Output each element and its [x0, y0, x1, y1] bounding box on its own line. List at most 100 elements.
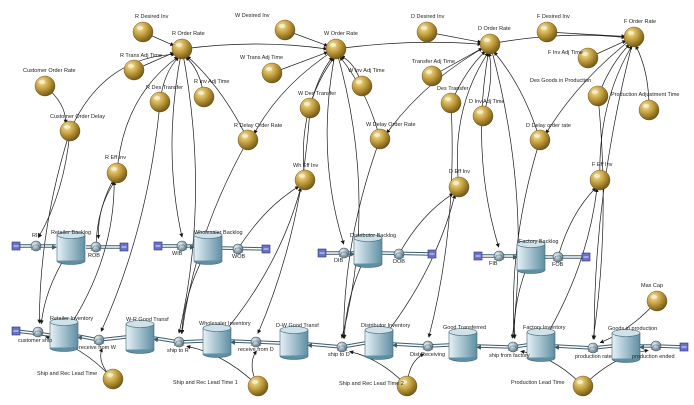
aux-r-eff-inv[interactable]: R Eff Inv: [105, 155, 128, 184]
valve-wob[interactable]: WOB: [232, 243, 245, 260]
stock-label: Distributor Backlog: [350, 233, 396, 239]
aux-w-trans-adj-time[interactable]: W Trans Adj Time: [240, 55, 283, 84]
valve-icon: [587, 342, 599, 354]
sphere-highlight: [452, 181, 460, 185]
valve-dist-receiving[interactable]: Dist Receiving: [410, 340, 445, 358]
valve-dib[interactable]: DIB: [334, 247, 350, 264]
valve-bowtie: [176, 244, 188, 251]
valve-label: FOB: [552, 262, 564, 268]
stock-factory-backlog[interactable]: Factory Backlog: [516, 239, 558, 274]
aux-f-eff-inv[interactable]: F Eff Inv: [589, 162, 613, 191]
aux-w-inv-adj-time[interactable]: W Inv Adj Time: [348, 68, 385, 97]
sphere-icon: [529, 129, 551, 151]
stock-distributor-inventory[interactable]: Distributor Inventory: [361, 323, 410, 360]
sphere-highlight: [153, 96, 161, 100]
aux-d-desired-inv[interactable]: D Desired Inv: [411, 14, 445, 43]
valve-customer-ship[interactable]: customer ship: [18, 326, 52, 344]
valve-rib[interactable]: RIB: [30, 233, 42, 252]
aux-wh-eff-inv[interactable]: Wh Eff Inv: [293, 163, 319, 191]
stock-w-r-good-transf[interactable]: W-R Good Transf: [125, 317, 169, 354]
sphere-icon: [472, 105, 494, 127]
sphere-icon: [623, 26, 645, 48]
aux-d-eff-inv[interactable]: D Eff Inv: [448, 169, 470, 198]
causal-link: [493, 51, 541, 141]
aux-customer-order-delay[interactable]: Customer Order Delay: [50, 114, 105, 142]
valve-dob[interactable]: DOB: [393, 248, 405, 265]
stock-d-w-good-transf[interactable]: D-W Good Transf: [276, 323, 319, 360]
causal-link: [216, 187, 302, 342]
aux-d-delay-order-rate[interactable]: D Delay order rate: [526, 123, 571, 151]
sphere-icon: [325, 38, 347, 60]
flow-pipe: [392, 342, 429, 346]
rate-r-order-rate[interactable]: R Order Rate: [171, 31, 205, 60]
stock-wholesaler-inventory[interactable]: Wholesaler Inventory: [199, 321, 251, 358]
stock-retailer-backlog[interactable]: Retailer Backlog: [51, 230, 91, 265]
sphere-icon: [59, 120, 81, 142]
valve-rob[interactable]: ROB: [88, 241, 102, 259]
aux-customer-order-rate[interactable]: Customer Order Rate: [23, 68, 76, 97]
valve-label: WOB: [232, 254, 245, 260]
stock-factory-inventory[interactable]: Factory Inventory: [523, 325, 566, 362]
valve-icon: [32, 326, 44, 338]
valve-ship-from-factory[interactable]: ship from factory: [489, 341, 530, 359]
stock-wholesaler-backlog[interactable]: Wholesaler Backlog: [193, 230, 243, 265]
rate-d-order-rate[interactable]: D Order Rate: [478, 26, 511, 55]
aux-label: F Inv Adj Time: [548, 50, 583, 56]
stock-good-transferred[interactable]: Good Transferred: [443, 325, 486, 362]
valve-icon: [393, 248, 405, 260]
aux-r-desired-inv[interactable]: R Desired Inv: [132, 14, 169, 43]
stock-distributor-backlog[interactable]: Distributor Backlog: [350, 233, 396, 268]
aux-production-adjustment-time[interactable]: Production Adjustment Time: [611, 92, 679, 121]
aux-ship-and-rec-lead-time-1[interactable]: Ship and Rec Lead Time 1: [173, 375, 269, 397]
aux-f-inv-adj-time[interactable]: F Inv Adj Time: [548, 47, 599, 69]
valve-wib[interactable]: WIB: [172, 240, 188, 257]
valve-production-ended[interactable]: production ended: [632, 340, 675, 360]
aux-w-des-transfer[interactable]: W Des Transfer: [298, 91, 336, 119]
valve-icon: [422, 340, 434, 352]
stock-cylinder-top: [448, 328, 478, 336]
aux-w-desired-inv[interactable]: W Desired Inv: [235, 13, 296, 41]
aux-r-des-transfer[interactable]: R Des Transfer: [146, 85, 183, 113]
valve-receive-from-w[interactable]: receive from W: [79, 334, 117, 351]
aux-label: Max Cap: [641, 283, 663, 289]
valve-icon: [338, 247, 350, 259]
aux-ship-and-rec-lead-time-2[interactable]: Ship and Rec Lead Time 2: [339, 375, 418, 397]
rate-w-order-rate[interactable]: W Order Rate: [324, 31, 358, 60]
valve-bowtie: [93, 338, 105, 345]
causal-link: [186, 55, 249, 141]
stock-cylinder-top: [193, 231, 223, 239]
aux-production-lead-time[interactable]: Production Lead Time: [511, 375, 594, 397]
sphere-highlight: [127, 64, 135, 68]
stock-cylinder-base: [364, 355, 394, 360]
rate-f-order-rate[interactable]: F Order Rate: [623, 19, 656, 48]
aux-f-desired-inv[interactable]: F Desired Inv: [536, 14, 570, 43]
valve-receive-from-d[interactable]: receive from D: [238, 336, 274, 353]
valve-production-rate[interactable]: production rate: [575, 342, 612, 360]
sphere-icon: [351, 75, 373, 97]
stock-cylinder-base: [56, 260, 86, 265]
valve-ship-to-d[interactable]: ship to D: [328, 341, 350, 358]
aux-transfer-adj-time[interactable]: Transfer Adj Time: [412, 59, 455, 87]
stock-cylinder-top: [526, 328, 556, 336]
aux-des-goods-in-production[interactable]: Des Goods in Production: [530, 78, 609, 107]
aux-des-transfer[interactable]: Des Transfer: [437, 86, 469, 114]
valve-fib[interactable]: FIB: [489, 250, 505, 267]
aux-r-inv-adj-time[interactable]: R Inv Adj Time: [193, 79, 229, 108]
flow-pipe: [381, 252, 433, 258]
sphere-highlight: [627, 31, 635, 35]
aux-d-inv-adj-time[interactable]: D Inv Adj Time: [469, 99, 504, 127]
stock-cylinder-body: [448, 331, 478, 359]
aux-w-delay-order-rate[interactable]: W Delay Order Rate: [366, 122, 416, 150]
aux-r-delay-order-rate[interactable]: R Delay Order Rate: [234, 123, 282, 151]
aux-max-cap[interactable]: Max Cap: [641, 283, 668, 312]
stock-retailer-inventory[interactable]: Retailer Inventory: [49, 316, 93, 352]
stock-cylinder-top: [353, 234, 383, 242]
valve-ship-to-r[interactable]: ship to R: [167, 336, 189, 354]
stock-goods-in-production[interactable]: Goods in production: [608, 326, 657, 363]
stock-cylinder-top: [125, 320, 155, 328]
causal-link: [540, 187, 599, 346]
valve-fob[interactable]: FOB: [552, 251, 564, 268]
aux-ship-and-rec-lead-time[interactable]: Ship and Rec Lead Time: [37, 368, 124, 390]
aux-r-trans-adj-time[interactable]: R Trans Adj Time: [120, 53, 162, 81]
